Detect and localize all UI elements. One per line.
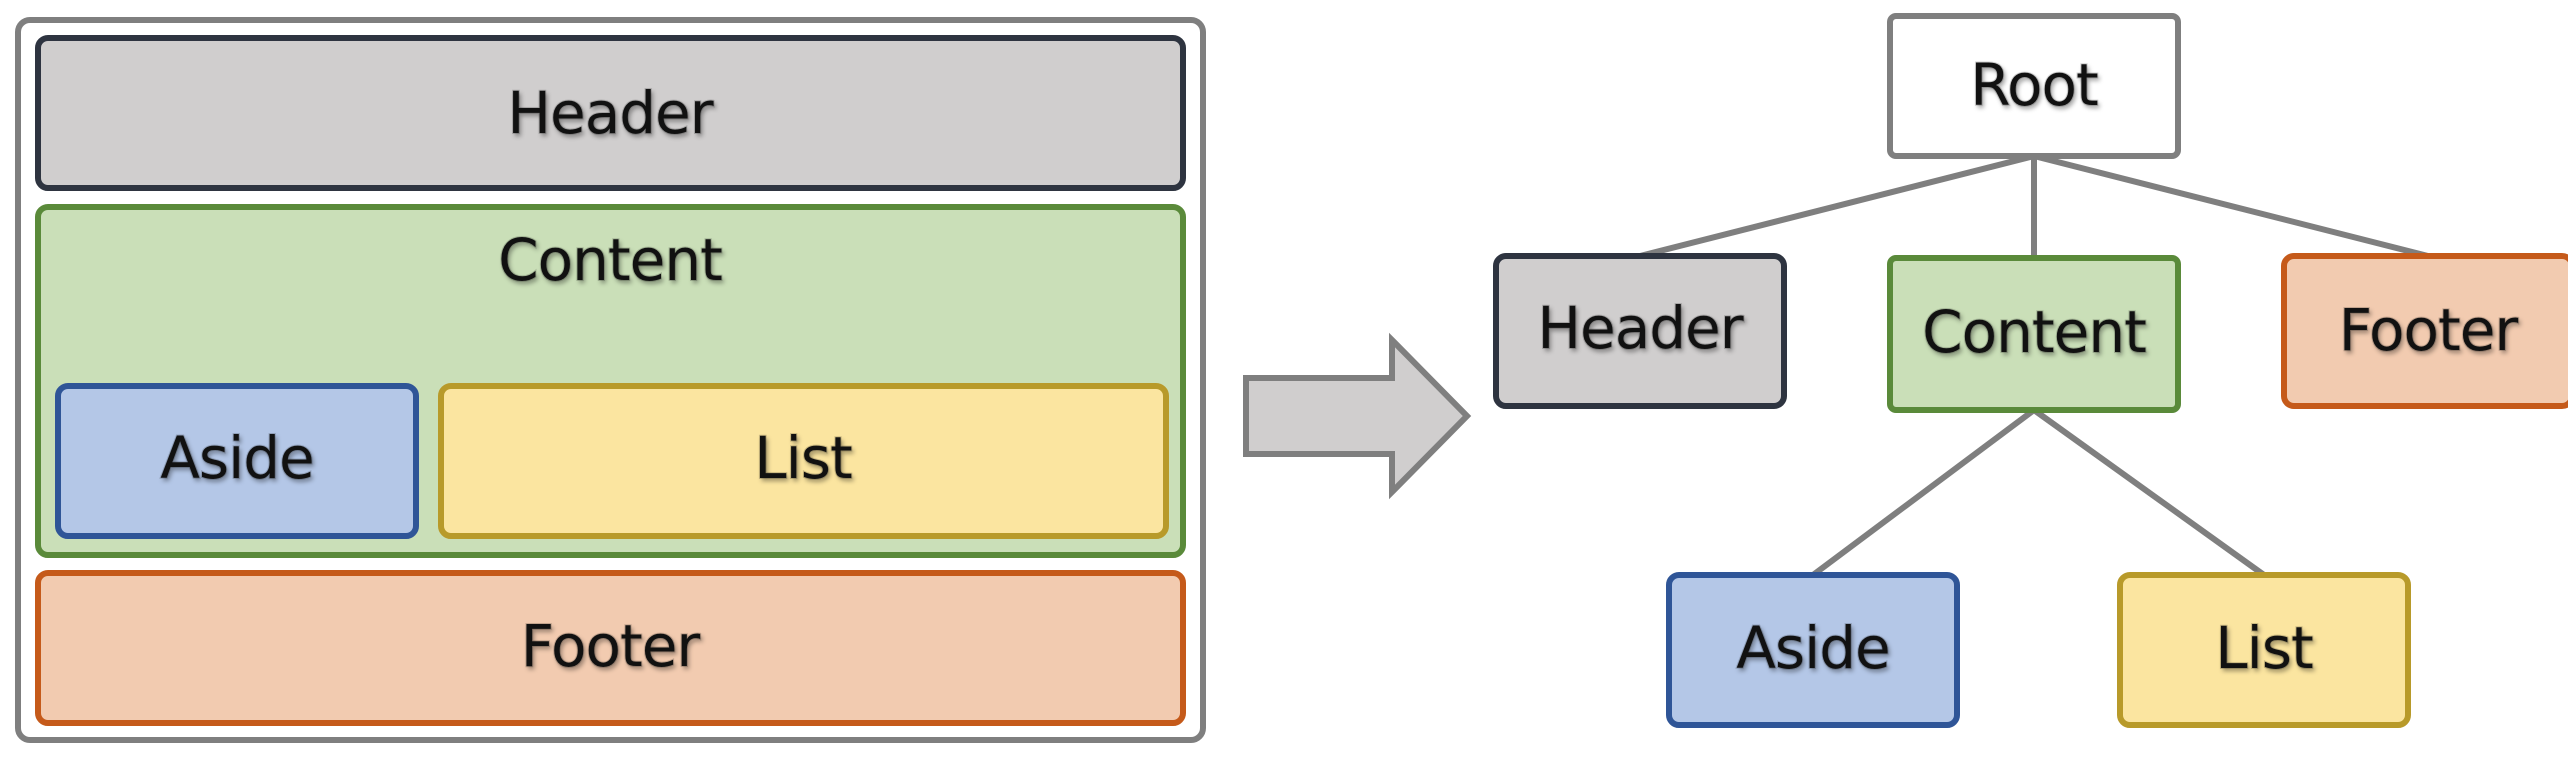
layout-aside-label: Aside <box>160 424 314 492</box>
edge-content-list <box>2032 407 2266 578</box>
tree-root-box <box>1887 13 2181 159</box>
layout-footer-box <box>35 570 1186 726</box>
tree-node-footer: Footer <box>2281 253 2568 409</box>
tree-list-label: List <box>2215 614 2313 682</box>
layout-aside-block: Aside <box>55 383 419 539</box>
edge-content-aside <box>1811 407 2036 578</box>
tree-connectors <box>1639 153 2429 578</box>
edge-root-footer <box>2033 153 2429 259</box>
layout-header-block: Header <box>35 35 1186 191</box>
tree-node-header: Header <box>1493 253 1787 409</box>
layout-content-block: Content Aside List <box>35 204 1186 558</box>
layout-footer-label: Footer <box>521 612 701 680</box>
layout-aside-box <box>55 383 419 539</box>
edge-root-header <box>1639 153 2035 259</box>
tree-aside-label: Aside <box>1736 614 1890 682</box>
layout-header-box <box>35 35 1186 191</box>
tree-view: Root Header Content Footer Aside List <box>1493 13 2568 728</box>
layout-list-box <box>438 383 1169 539</box>
tree-node-root: Root <box>1887 13 2181 159</box>
tree-node-list: List <box>2117 572 2411 728</box>
tree-content-label: Content <box>1922 298 2146 366</box>
layout-footer-block: Footer <box>35 570 1186 726</box>
layout-view: Header Content Aside List Footer <box>15 17 1206 743</box>
layout-list-label: List <box>754 424 852 492</box>
tree-footer-label: Footer <box>2339 296 2519 364</box>
tree-header-label: Header <box>1537 294 1743 362</box>
right-arrow-icon <box>1243 332 1472 500</box>
tree-aside-box <box>1666 572 1960 728</box>
tree-header-box <box>1493 253 1787 409</box>
tree-node-content: Content <box>1887 255 2181 413</box>
layout-content-label: Content <box>498 226 722 294</box>
tree-content-box <box>1887 255 2181 413</box>
tree-node-aside: Aside <box>1666 572 1960 728</box>
tree-root-label: Root <box>1970 51 2098 119</box>
tree-list-box <box>2117 572 2411 728</box>
layout-header-label: Header <box>507 79 713 147</box>
tree-footer-box <box>2281 253 2568 409</box>
layout-list-block: List <box>438 383 1169 539</box>
